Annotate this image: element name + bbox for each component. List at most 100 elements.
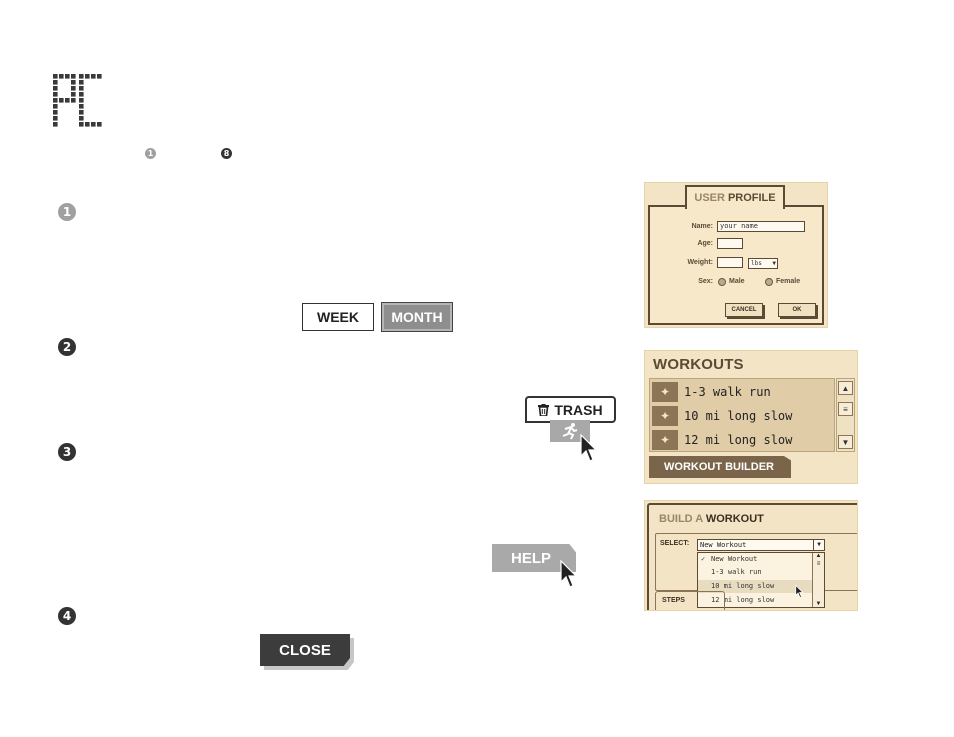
logo-dot <box>71 74 76 79</box>
chevron-down-icon: ▼ <box>772 260 776 267</box>
logo-dot <box>91 74 96 79</box>
weight-unit-value: lbs <box>751 260 762 267</box>
logo-dot <box>53 86 58 91</box>
age-label: Age: <box>697 240 713 247</box>
logo-dot <box>79 104 84 109</box>
workout-select-dropdown[interactable]: New Workout ▼ <box>697 539 825 551</box>
step-ref-badge-end: 8 <box>221 148 232 159</box>
build-title-light: BUILD A <box>659 513 703 525</box>
male-label: Male <box>729 278 745 285</box>
user-profile-screenshot: USER PROFILE Name: your name Age: Weight… <box>644 182 828 328</box>
option-label: New Workout <box>711 555 758 563</box>
logo-dot <box>79 110 84 115</box>
logo-dot <box>79 86 84 91</box>
option-item[interactable]: 10 mi long slow <box>698 580 812 593</box>
workout-item-label: 1-3 walk run <box>684 385 771 399</box>
logo-dot <box>79 92 84 97</box>
weight-field[interactable] <box>717 257 743 268</box>
step-badge-4: 4 <box>58 607 76 625</box>
name-field[interactable]: your name <box>717 221 805 232</box>
list-item[interactable]: ✦ 10 mi long slow <box>650 404 836 428</box>
scroll-down-icon[interactable]: ▼ <box>838 435 853 449</box>
workouts-list: ✦ 1-3 walk run ✦ 10 mi long slow ✦ 12 mi… <box>649 378 835 452</box>
runner-icon: ✦ <box>652 406 678 426</box>
workouts-title: WORKOUTS <box>653 356 744 373</box>
step-badge-3: 3 <box>58 443 76 461</box>
logo-dot <box>85 74 90 79</box>
week-button[interactable]: WEEK <box>302 303 374 331</box>
user-profile-title: USER PROFILE <box>685 185 785 209</box>
select-value: New Workout <box>700 541 747 549</box>
pc-logo <box>53 74 103 134</box>
male-radio[interactable] <box>718 278 726 286</box>
workout-options-list: ✓ New Workout 1-3 walk run 10 mi long sl… <box>697 552 825 608</box>
weight-unit-select[interactable]: lbs ▼ <box>748 258 778 269</box>
runner-icon <box>562 423 578 440</box>
logo-dot <box>65 98 70 103</box>
build-workout-screenshot: BUILD A WORKOUT SELECT: New Workout ▼ ✓ … <box>644 500 858 611</box>
logo-dot <box>79 122 84 127</box>
workouts-scrollbar[interactable]: ▲ ≡ ▼ <box>836 378 855 452</box>
logo-dot <box>71 92 76 97</box>
build-workout-frame <box>647 503 857 610</box>
runner-icon: ✦ <box>652 382 678 402</box>
pc-logo-dotmatrix <box>53 74 102 127</box>
logo-dot <box>65 74 70 79</box>
logo-dot <box>79 74 84 79</box>
logo-dot <box>79 116 84 121</box>
weight-label: Weight: <box>687 259 713 266</box>
check-icon: ✓ <box>701 555 706 563</box>
step-badge-2: 2 <box>58 338 76 356</box>
option-item[interactable]: 12 mi long slow <box>698 594 812 607</box>
logo-dot <box>97 122 102 127</box>
scroll-down-icon[interactable]: ▼ <box>815 601 822 607</box>
option-item[interactable]: 1-3 walk run <box>698 566 812 579</box>
logo-dot <box>53 104 58 109</box>
logo-dot <box>97 74 102 79</box>
cancel-button[interactable]: CANCEL <box>725 303 763 317</box>
logo-dot <box>59 74 64 79</box>
workout-builder-button[interactable]: WORKOUT BUILDER <box>649 456 791 478</box>
dragged-workout-item[interactable] <box>550 420 590 442</box>
user-profile-title-bold: PROFILE <box>727 192 776 204</box>
user-profile-title-light: USER <box>694 192 725 204</box>
option-label: 1-3 walk run <box>711 568 762 576</box>
scroll-up-icon[interactable]: ▲ <box>838 381 853 395</box>
logo-dot <box>79 98 84 103</box>
option-item[interactable]: ✓ New Workout <box>698 553 812 566</box>
female-radio[interactable] <box>765 278 773 286</box>
logo-dot <box>79 80 84 85</box>
logo-dot <box>71 98 76 103</box>
workouts-screenshot: WORKOUTS ✦ 1-3 walk run ✦ 10 mi long slo… <box>644 350 858 484</box>
option-label: 10 mi long slow <box>711 582 775 590</box>
scroll-thumb[interactable]: ≡ <box>838 402 853 416</box>
workout-item-label: 10 mi long slow <box>684 409 793 423</box>
logo-dot <box>53 80 58 85</box>
option-label: 12 mi long slow <box>711 596 775 604</box>
steps-tab[interactable]: STEPS <box>655 591 725 610</box>
logo-dot <box>91 122 96 127</box>
mouse-cursor-icon <box>795 585 804 599</box>
step-ref-badge-start: 1 <box>145 148 156 159</box>
name-label: Name: <box>691 223 713 230</box>
list-item[interactable]: ✦ 1-3 walk run <box>650 380 836 404</box>
trash-icon <box>538 403 550 416</box>
chevron-down-icon[interactable]: ▼ <box>813 540 824 550</box>
logo-dot <box>53 74 58 79</box>
options-scrollbar[interactable]: ▲ ≡ ▼ <box>812 553 824 607</box>
build-workout-title: BUILD A WORKOUT <box>659 513 764 525</box>
logo-dot <box>85 122 90 127</box>
age-field[interactable] <box>717 238 743 249</box>
list-item[interactable]: ✦ 12 mi long slow <box>650 428 836 452</box>
ok-button[interactable]: OK <box>778 303 816 317</box>
build-title-bold: WORKOUT <box>705 513 764 525</box>
logo-dot <box>53 98 58 103</box>
close-button[interactable]: CLOSE <box>260 634 350 666</box>
logo-dot <box>53 110 58 115</box>
month-button[interactable]: MONTH <box>381 302 453 332</box>
scroll-thumb[interactable]: ≡ <box>816 561 821 567</box>
trash-button[interactable]: TRASH <box>525 396 616 423</box>
scroll-up-icon[interactable]: ▲ <box>815 553 822 559</box>
workout-item-label: 12 mi long slow <box>684 433 793 447</box>
logo-dot <box>59 98 64 103</box>
